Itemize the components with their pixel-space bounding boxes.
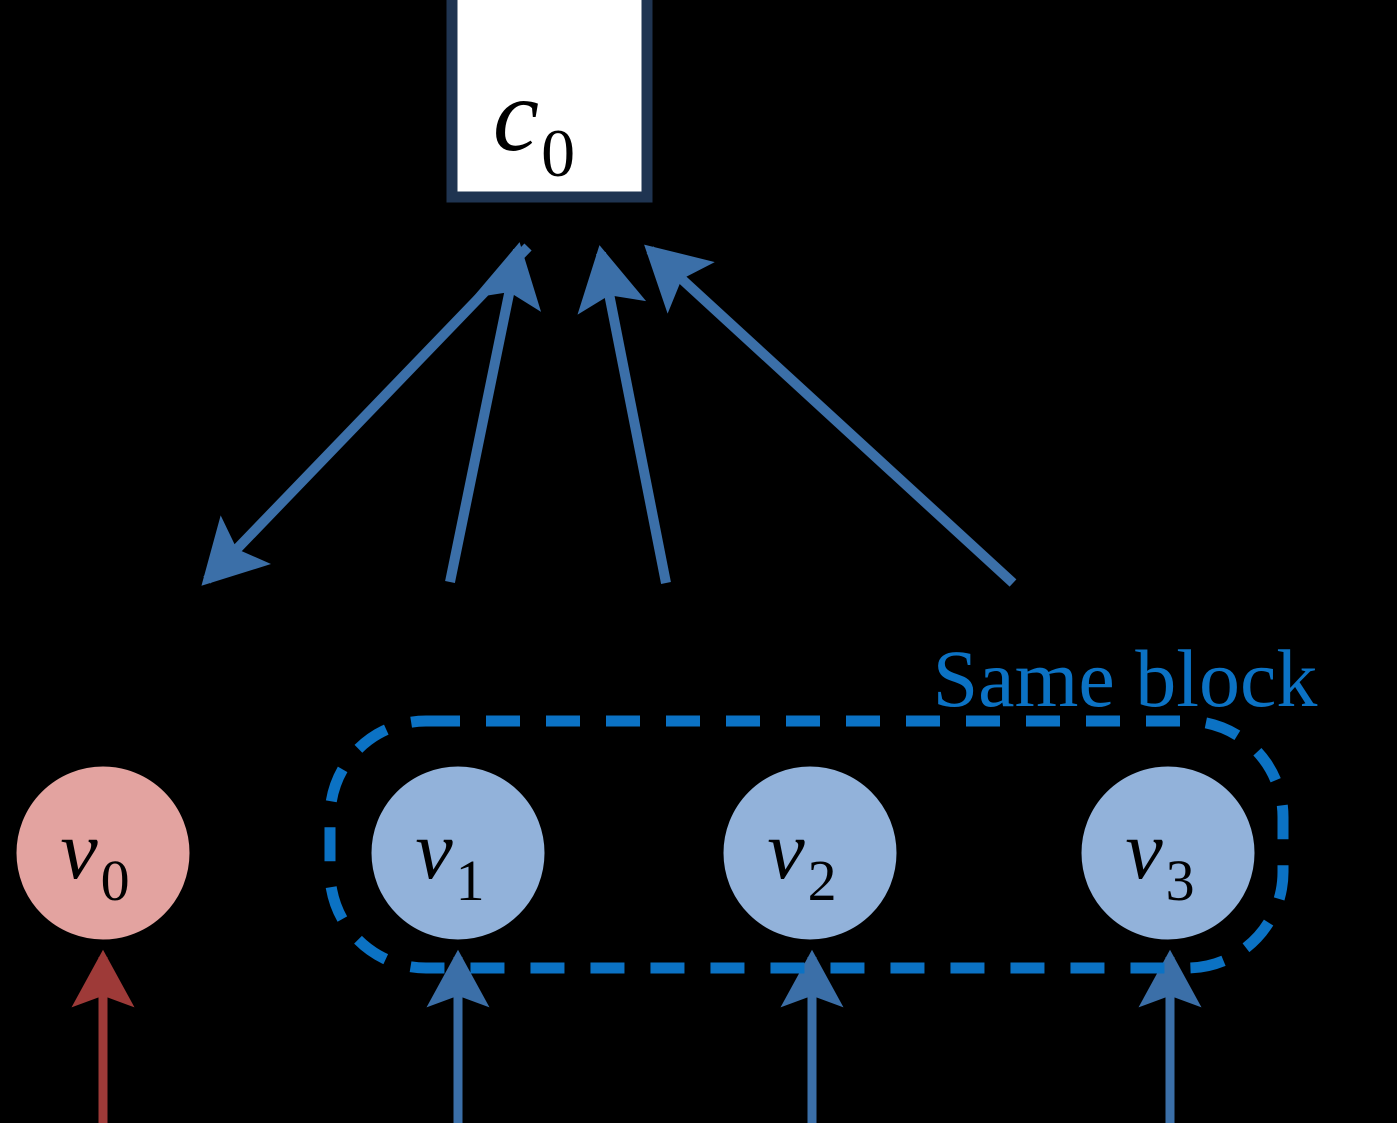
node-label-v2: v2 bbox=[767, 804, 836, 913]
node-circle-v2[interactable] bbox=[720, 763, 900, 943]
constraint-box[interactable] bbox=[446, 0, 653, 203]
node-label-sub-v3: 3 bbox=[1166, 848, 1195, 913]
node-v0[interactable]: v0 bbox=[13, 763, 193, 943]
incoming-edges-group bbox=[71, 949, 1202, 1123]
node-circle-v0[interactable] bbox=[13, 763, 193, 943]
node-v2[interactable]: v2 bbox=[720, 763, 900, 943]
node-label-sub-v0: 0 bbox=[101, 848, 130, 913]
constraint-edges-group bbox=[201, 242, 1017, 587]
node-label-sub-v2: 2 bbox=[808, 848, 837, 913]
node-label-v3: v3 bbox=[1125, 804, 1194, 913]
node-circle-v3[interactable] bbox=[1078, 763, 1258, 943]
same-block-boundary bbox=[324, 715, 1289, 974]
node-label-v0: v0 bbox=[60, 804, 129, 913]
constraint-label: c0 bbox=[493, 58, 575, 191]
node-circle-v1[interactable] bbox=[368, 763, 548, 943]
node-label-v1: v1 bbox=[415, 804, 484, 913]
edge-v3-to-c0 bbox=[644, 244, 1017, 587]
node-v3[interactable]: v3 bbox=[1078, 763, 1258, 943]
same-block-label: Same block bbox=[933, 633, 1318, 724]
node-label-sub-v1: 1 bbox=[456, 848, 485, 913]
constraint-node-c0[interactable]: c0 bbox=[446, 0, 653, 203]
edge-v1-to-c0 bbox=[445, 242, 542, 584]
edge-v2-to-c0 bbox=[577, 245, 671, 584]
constraint-label-sub: 0 bbox=[541, 115, 575, 191]
node-v1[interactable]: v1 bbox=[368, 763, 548, 943]
